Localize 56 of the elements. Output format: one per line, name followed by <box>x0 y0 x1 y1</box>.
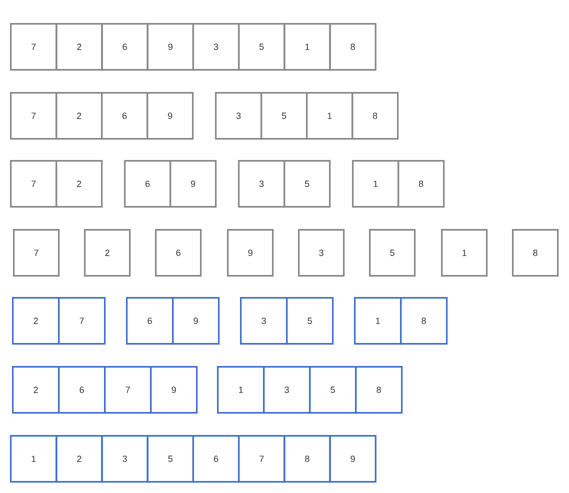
array-cell: 8 <box>355 366 403 414</box>
array-cell: 5 <box>238 23 286 71</box>
array-cell: 3 <box>192 23 240 71</box>
array-cell: 6 <box>155 229 202 277</box>
array-cell: 5 <box>284 160 331 208</box>
array-cell: 2 <box>12 297 60 345</box>
array-cell: 3 <box>101 435 148 483</box>
array-cell: 3 <box>240 297 288 345</box>
array-cell: 6 <box>58 366 106 414</box>
array-cell: 3 <box>298 229 345 277</box>
array-cell: 7 <box>10 23 58 71</box>
array-cell: 2 <box>56 23 103 71</box>
array-cell: 7 <box>238 435 286 483</box>
array-cell: 9 <box>227 229 274 277</box>
array-cell: 2 <box>12 366 60 414</box>
array-cell: 3 <box>238 160 286 208</box>
array-cell: 7 <box>104 366 152 414</box>
array-cell: 7 <box>10 160 58 208</box>
array-cell: 2 <box>56 92 103 140</box>
array-cell: 2 <box>56 435 103 483</box>
array-cell: 1 <box>10 435 58 483</box>
array-cell: 5 <box>286 297 334 345</box>
array-cell: 3 <box>263 366 311 414</box>
array-cell: 5 <box>369 229 416 277</box>
array-cell: 8 <box>284 435 331 483</box>
array-cell: 6 <box>126 297 174 345</box>
array-cell: 7 <box>13 229 60 277</box>
array-cell: 5 <box>146 435 194 483</box>
array-cell: 6 <box>192 435 240 483</box>
array-cell: 1 <box>352 160 400 208</box>
array-cell: 6 <box>101 92 148 140</box>
array-cell: 7 <box>10 92 58 140</box>
array-cell: 9 <box>146 23 194 71</box>
array-cell: 8 <box>400 297 448 345</box>
array-cell: 1 <box>284 23 331 71</box>
array-cell: 1 <box>354 297 402 345</box>
array-cell: 3 <box>215 92 262 140</box>
array-cell: 7 <box>58 297 106 345</box>
array-cell: 6 <box>124 160 172 208</box>
array-cell: 2 <box>84 229 131 277</box>
array-cell: 8 <box>352 92 399 140</box>
array-cell: 8 <box>329 23 376 71</box>
array-cell: 8 <box>398 160 445 208</box>
array-cell: 2 <box>56 160 103 208</box>
array-cell: 1 <box>306 92 354 140</box>
array-cell: 6 <box>101 23 148 71</box>
array-cell: 1 <box>217 366 265 414</box>
array-cell: 5 <box>309 366 357 414</box>
array-cell: 5 <box>260 92 308 140</box>
array-cell: 1 <box>441 229 488 277</box>
array-cell: 9 <box>150 366 198 414</box>
array-cell: 9 <box>146 92 194 140</box>
array-cell: 8 <box>512 229 559 277</box>
array-cell: 9 <box>170 160 217 208</box>
array-cell: 9 <box>172 297 220 345</box>
array-cell: 9 <box>329 435 376 483</box>
